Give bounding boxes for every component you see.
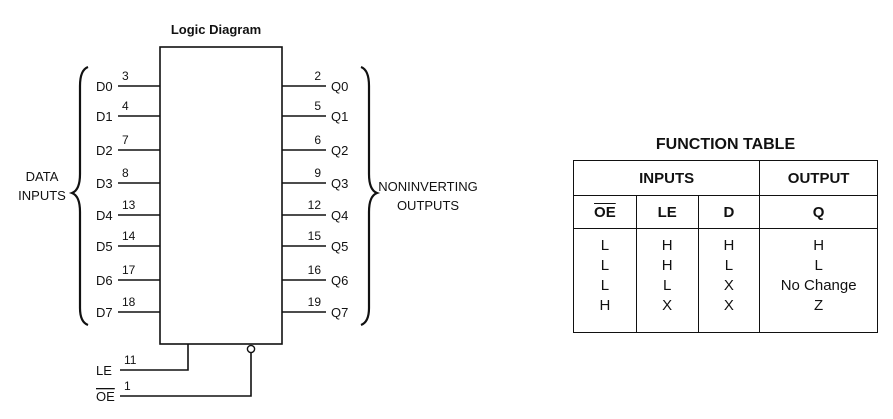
data-inputs-brace xyxy=(68,65,89,327)
cell-oe-row1: L xyxy=(600,237,610,254)
output-pin-number-q6: 16 xyxy=(308,263,322,277)
output-label-q6: Q6 xyxy=(331,273,348,288)
oe-pin-number: 1 xyxy=(124,379,131,393)
input-pin-number-d2: 7 xyxy=(122,133,129,147)
input-label-d0: D0 xyxy=(96,79,113,94)
cell-le-row4: X xyxy=(662,297,673,314)
data-inputs-label-line1: DATA xyxy=(26,169,59,184)
latch-block xyxy=(159,46,283,345)
input-pin-number-d7: 18 xyxy=(122,295,136,309)
input-label-d1: D1 xyxy=(96,109,113,124)
oe-wire xyxy=(120,353,252,397)
input-label-d3: D3 xyxy=(96,176,113,191)
input-pin-number-d4: 13 xyxy=(122,198,136,212)
input-pin-number-d1: 4 xyxy=(122,99,129,113)
oe-label: OE xyxy=(96,389,115,404)
le-pin-number: 11 xyxy=(124,353,137,367)
output-pin-number-q2: 6 xyxy=(314,133,321,147)
output-label-q7: Q7 xyxy=(331,305,348,320)
inputs-group-header: INPUTS xyxy=(572,160,761,196)
output-label-q1: Q1 xyxy=(331,109,348,124)
outputs-label-line2: OUTPUTS xyxy=(397,198,459,213)
output-pin-number-q3: 9 xyxy=(314,166,321,180)
column-header-le: LE xyxy=(635,195,699,229)
function-table-title: FUNCTION TABLE xyxy=(655,136,796,153)
input-pin-number-d0: 3 xyxy=(122,69,129,83)
cell-d-row3: X xyxy=(723,277,734,294)
input-label-d2: D2 xyxy=(96,143,113,158)
input-label-d7: D7 xyxy=(96,305,113,320)
cell-oe-row3: L xyxy=(600,277,610,294)
cell-le-row2: H xyxy=(661,257,673,274)
output-group-header: OUTPUT xyxy=(759,160,878,196)
cell-d-row2: L xyxy=(724,257,734,274)
cell-oe-row2: L xyxy=(600,257,610,274)
output-pin-number-q7: 19 xyxy=(308,295,322,309)
cell-d-row4: X xyxy=(723,297,734,314)
input-label-d6: D6 xyxy=(96,273,113,288)
cell-q-row1: H xyxy=(813,237,825,254)
input-label-d5: D5 xyxy=(96,239,113,254)
le-wire xyxy=(120,344,189,371)
data-inputs-label-line2: INPUTS xyxy=(18,188,66,203)
logic-diagram: Logic Diagram DATA INPUTS NONINVERTING O… xyxy=(18,22,478,404)
output-label-q4: Q4 xyxy=(331,208,348,223)
cell-le-row3: L xyxy=(662,277,672,294)
cell-le-row1: H xyxy=(661,237,673,254)
input-pin-number-d5: 14 xyxy=(122,229,136,243)
cell-q-row4: Z xyxy=(814,297,824,314)
output-label-q0: Q0 xyxy=(331,79,348,94)
output-label-q3: Q3 xyxy=(331,176,348,191)
column-header-oe: OE xyxy=(573,195,637,229)
cell-q-row3: No Change xyxy=(780,277,857,294)
column-header-d: D xyxy=(697,195,761,229)
cell-oe-row4: H xyxy=(599,297,611,314)
le-label: LE xyxy=(96,363,112,378)
output-pin-number-q5: 15 xyxy=(308,229,322,243)
output-label-q5: Q5 xyxy=(331,239,348,254)
oe-inversion-bubble xyxy=(246,344,256,354)
outputs-brace xyxy=(360,65,381,327)
outputs-label-line1: NONINVERTING xyxy=(378,179,477,194)
column-header-q: Q xyxy=(759,195,878,229)
output-pin-number-q0: 2 xyxy=(314,69,321,83)
input-pin-number-d3: 8 xyxy=(122,166,129,180)
input-label-d4: D4 xyxy=(96,208,113,223)
output-pin-number-q4: 12 xyxy=(308,198,322,212)
cell-d-row1: H xyxy=(723,237,735,254)
input-pin-number-d6: 17 xyxy=(122,263,136,277)
cell-q-row2: L xyxy=(814,257,823,274)
output-pin-number-q1: 5 xyxy=(314,99,321,113)
diagram-title: Logic Diagram xyxy=(171,22,261,37)
output-label-q2: Q2 xyxy=(331,143,348,158)
